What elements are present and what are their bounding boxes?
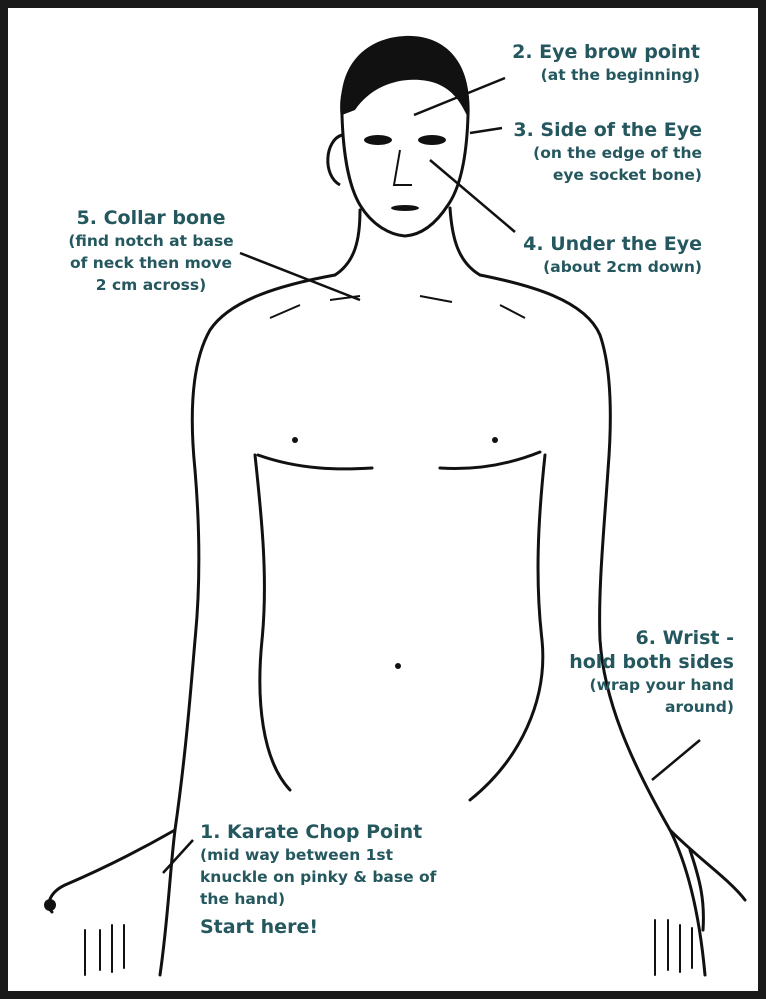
label-under-eye-detail: (about 2cm down) <box>523 256 702 278</box>
label-wrist: 6. Wrist - hold both sides (wrap your ha… <box>569 626 734 718</box>
collar-bone-marks <box>270 296 525 318</box>
neck-right <box>450 208 480 275</box>
right-shoulder-arm <box>480 275 705 975</box>
label-karate-chop-detail-2: knuckle on pinky & base of <box>200 866 436 888</box>
right-fingers <box>655 920 692 975</box>
left-torso <box>255 455 290 790</box>
pointer-line-side-eye <box>470 128 502 133</box>
label-collar-bone-title: 5. Collar bone <box>48 206 254 230</box>
label-eyebrow-detail: (at the beginning) <box>512 64 700 86</box>
label-under-eye: 4. Under the Eye (about 2cm down) <box>523 232 702 278</box>
mouth <box>391 205 419 211</box>
left-fingertip <box>44 899 56 911</box>
label-eyebrow-point: 2. Eye brow point (at the beginning) <box>512 40 700 86</box>
left-nipple <box>292 437 298 443</box>
neck-left <box>335 210 360 275</box>
pointer-line-collar-bone <box>240 253 360 300</box>
chest-line <box>258 452 540 469</box>
label-wrist-title-2: hold both sides <box>569 650 734 674</box>
label-side-eye-detail-2: eye socket bone) <box>513 164 702 186</box>
label-start-here: Start here! <box>200 914 436 940</box>
label-karate-chop-detail-3: the hand) <box>200 888 436 910</box>
label-wrist-detail-1: (wrap your hand <box>569 674 734 696</box>
left-ear <box>328 135 342 185</box>
right-nipple <box>492 437 498 443</box>
label-side-of-eye: 3. Side of the Eye (on the edge of the e… <box>513 118 702 186</box>
navel <box>395 663 401 669</box>
pointer-line-karate-chop <box>163 840 193 873</box>
label-collar-bone-detail-1: (find notch at base <box>48 230 254 252</box>
label-collar-bone-detail-2: of neck then move <box>48 252 254 274</box>
right-torso <box>470 455 545 800</box>
hair <box>341 36 469 118</box>
label-collar-bone: 5. Collar bone (find notch at base of ne… <box>48 206 254 296</box>
label-karate-chop-detail-1: (mid way between 1st <box>200 844 436 866</box>
left-fingers <box>85 925 124 975</box>
right-hand <box>670 830 745 930</box>
label-eyebrow-title: 2. Eye brow point <box>512 40 700 64</box>
right-eye <box>418 135 446 145</box>
label-karate-chop: 1. Karate Chop Point (mid way between 1s… <box>200 820 436 940</box>
left-eye <box>364 135 392 145</box>
pointer-line-wrist <box>652 740 700 780</box>
label-wrist-title: 6. Wrist - <box>569 626 734 650</box>
left-hand <box>49 830 175 912</box>
label-wrist-detail-2: around) <box>569 696 734 718</box>
label-collar-bone-detail-3: 2 cm across) <box>48 274 254 296</box>
label-side-eye-title: 3. Side of the Eye <box>513 118 702 142</box>
label-under-eye-title: 4. Under the Eye <box>523 232 702 256</box>
nose <box>394 150 412 185</box>
label-karate-chop-title: 1. Karate Chop Point <box>200 820 436 844</box>
pointer-line-under-eye <box>430 160 515 232</box>
label-side-eye-detail-1: (on the edge of the <box>513 142 702 164</box>
